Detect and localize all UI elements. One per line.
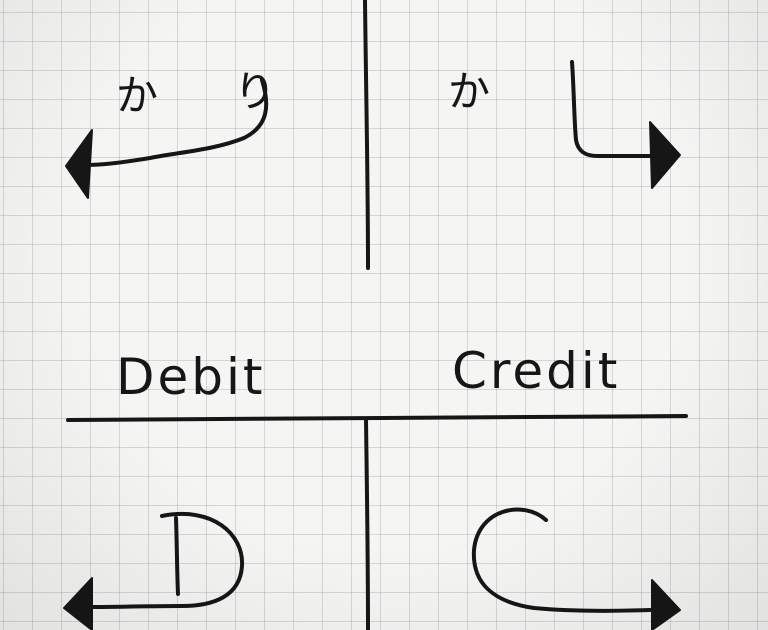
kari-ka-character: か xyxy=(116,71,161,120)
left-arrowhead-top xyxy=(65,129,93,199)
letter-d-stem xyxy=(174,516,180,596)
left-arrowhead-bottom xyxy=(63,577,93,630)
kari-ri-character: り xyxy=(234,67,279,116)
kashi-ka-character: か xyxy=(448,67,493,116)
debit-label: Debit xyxy=(116,348,266,406)
top-vertical-divider xyxy=(363,0,370,270)
t-account-horizontal-line xyxy=(66,414,688,422)
kashi-bent-arrow xyxy=(570,60,656,158)
right-arrowhead-bottom xyxy=(651,579,681,630)
bottom-vertical-divider xyxy=(364,418,370,630)
letter-d-arrow xyxy=(90,512,245,609)
credit-label: Credit xyxy=(452,342,621,400)
right-arrowhead-top xyxy=(649,121,681,189)
kari-curved-arrow xyxy=(84,78,269,167)
letter-c-arrow xyxy=(471,507,652,613)
